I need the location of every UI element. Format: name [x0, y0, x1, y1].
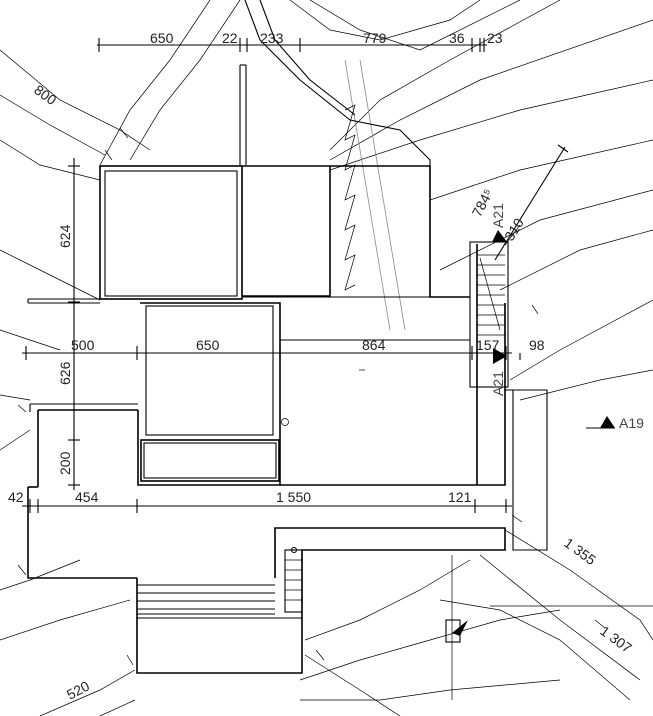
upper-structure — [239, 0, 431, 297]
dim-top-650: 650 — [150, 30, 174, 46]
dimension-text: 650 22 233 779 36 23 800 784⁵ 310 624 62… — [8, 30, 635, 703]
dim-mid-864: 864 — [362, 337, 386, 353]
section-label-a21-top: A21 — [490, 203, 506, 228]
section-arrow-a21-top-icon — [492, 230, 507, 242]
dim-contour-1355: 1 355 — [561, 534, 599, 568]
section-markers: A21 A21 A19 — [452, 203, 644, 636]
section-arrow-a21-bottom-icon — [493, 348, 507, 364]
dimension-lines — [17, 38, 606, 666]
dim-mid-98: 98 — [529, 337, 545, 353]
marker-arrow-icon — [452, 620, 468, 636]
dim-vertical-624: 624 — [57, 224, 73, 248]
section-arrow-a19-icon — [600, 416, 615, 428]
dim-bottom-121: 121 — [448, 489, 472, 505]
dim-bottom-454: 454 — [75, 489, 99, 505]
dim-vertical-626: 626 — [57, 361, 73, 385]
dim-top-23: 23 — [487, 30, 503, 46]
section-label-a19: A19 — [619, 415, 644, 431]
dim-top-22: 22 — [222, 30, 238, 46]
dim-bottom-1550: 1 550 — [276, 489, 311, 505]
dim-top-779: 779 — [363, 30, 387, 46]
dim-mid-650: 650 — [196, 337, 220, 353]
dim-bottom-42: 42 — [8, 489, 24, 505]
dim-mid-500: 500 — [71, 337, 95, 353]
dim-contour-800: 800 — [31, 81, 59, 108]
dim-contour-1307: 1 307 — [597, 622, 635, 656]
section-label-a21-bottom: A21 — [490, 371, 506, 396]
dim-top-36: 36 — [449, 30, 465, 46]
dim-top-233: 233 — [260, 30, 284, 46]
dim-vertical-200: 200 — [57, 451, 73, 475]
dim-contour-520: 520 — [64, 677, 92, 702]
building-walls — [27, 165, 548, 674]
